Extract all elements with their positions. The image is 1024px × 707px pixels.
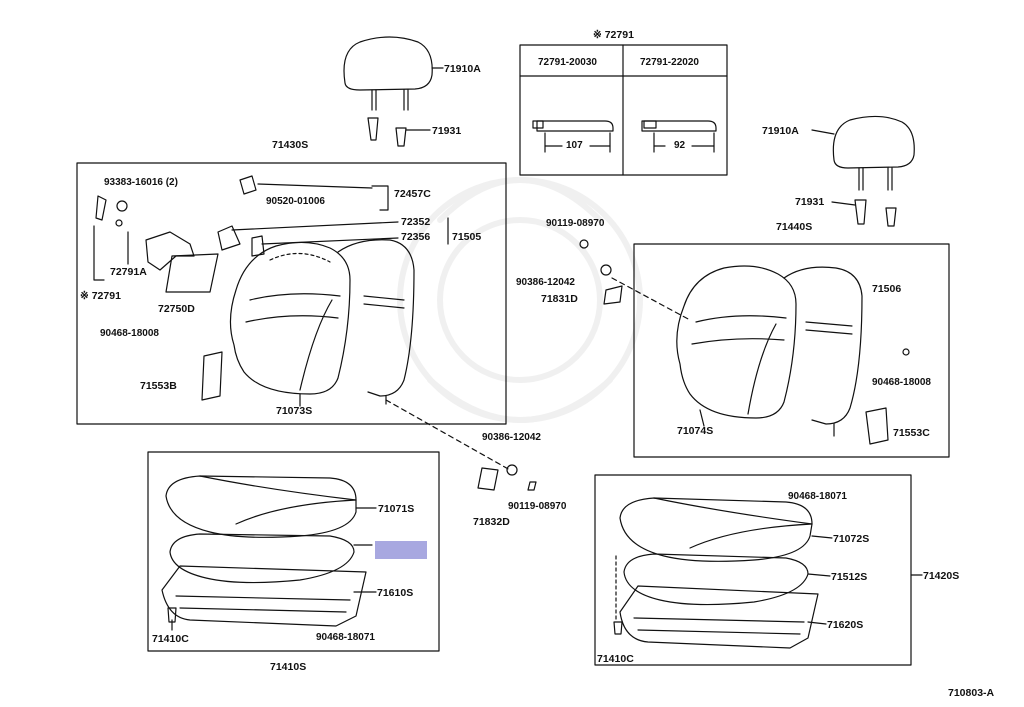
label-90520: 90520-01006 xyxy=(266,196,325,207)
label-90119-mid: 90119-08970 xyxy=(508,501,567,512)
label-71553C: 71553C xyxy=(893,427,930,439)
label-71931-right: 71931 xyxy=(795,196,825,208)
label-93383: 93383-16016 (2) xyxy=(104,177,178,188)
legend-col2: 72791-22020 xyxy=(640,57,699,68)
label-71512S: 71512S xyxy=(831,571,868,583)
label-72356: 72356 xyxy=(401,231,431,243)
seat-right xyxy=(613,497,923,649)
label-71410C-left: 71410C xyxy=(152,633,189,645)
label-71931-top: 71931 xyxy=(432,125,462,137)
label-72791: ※ 72791 xyxy=(80,290,121,302)
legend-dim2: 92 xyxy=(674,140,686,151)
box-71440S xyxy=(633,243,950,458)
label-71831D: 71831D xyxy=(541,293,578,305)
highlight-box xyxy=(375,541,427,559)
label-71910A-top: 71910A xyxy=(444,63,481,75)
headrest-top xyxy=(343,36,444,147)
label-71832D: 71832D xyxy=(473,516,510,528)
label-90386-top: 90386-12042 xyxy=(516,277,575,288)
label-72457C: 72457C xyxy=(394,188,431,200)
label-71073S: 71073S xyxy=(276,405,313,417)
label-72791A: 72791A xyxy=(110,266,147,278)
label-71410S: 71410S xyxy=(270,661,307,673)
diagram-id: 710803-A xyxy=(948,687,995,699)
label-71440S: 71440S xyxy=(776,221,813,233)
label-90468-bottom-left: 90468-18071 xyxy=(316,632,375,643)
legend-col1: 72791-20030 xyxy=(538,57,597,68)
label-90386-mid: 90386-12042 xyxy=(482,432,541,443)
seatback-right xyxy=(676,265,863,437)
label-71074S: 71074S xyxy=(677,425,714,437)
label-72352: 72352 xyxy=(401,216,431,228)
label-71072S: 71072S xyxy=(833,533,870,545)
box-71430S xyxy=(76,162,507,425)
box-71420S xyxy=(594,474,912,666)
label-90468-bottom-right: 90468-18071 xyxy=(788,491,847,502)
label-90468-left: 90468-18008 xyxy=(100,328,159,339)
label-71910A-right: 71910A xyxy=(762,125,799,137)
legend-title: ※ 72791 xyxy=(593,29,634,41)
seatback-left xyxy=(229,239,415,407)
label-71506: 71506 xyxy=(872,283,902,295)
label-90468-right: 90468-18008 xyxy=(872,377,931,388)
label-71410C-right: 71410C xyxy=(597,653,634,665)
box-71410S xyxy=(147,451,440,652)
legend-dim1: 107 xyxy=(566,140,583,151)
label-71620S: 71620S xyxy=(827,619,864,631)
label-90119-top: 90119-08970 xyxy=(546,218,605,229)
label-71071S: 71071S xyxy=(378,503,415,515)
label-72750D: 72750D xyxy=(158,303,195,315)
headrest-right xyxy=(811,115,915,227)
seat-left xyxy=(161,475,377,631)
fasteners-center xyxy=(385,239,910,491)
label-71610S: 71610S xyxy=(377,587,414,599)
label-71420S: 71420S xyxy=(923,570,960,582)
legend-table xyxy=(519,44,728,176)
label-71553B: 71553B xyxy=(140,380,177,392)
recliner-parts-left xyxy=(93,175,449,401)
label-71430S: 71430S xyxy=(272,139,309,151)
label-71505: 71505 xyxy=(452,231,482,243)
